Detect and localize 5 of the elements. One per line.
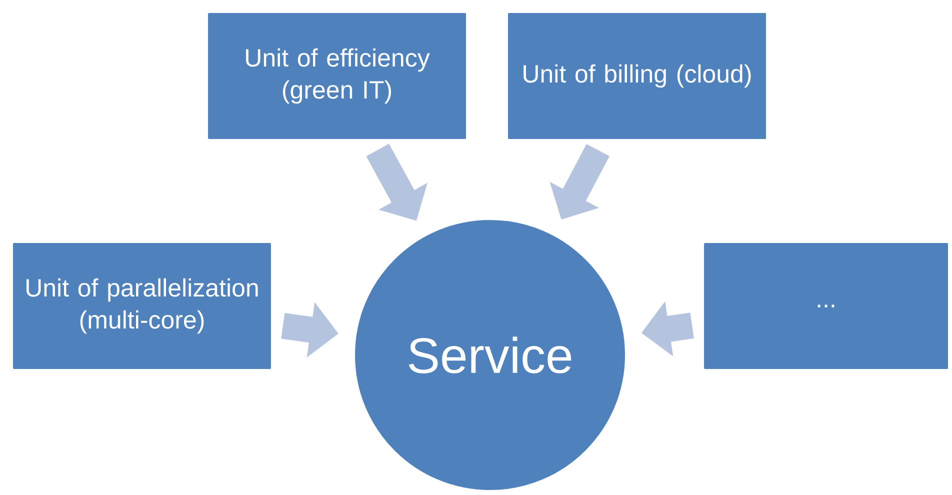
process-box: Unit of parallelization (multi-core) [9,239,275,373]
process-box: Unit of billing (cloud) [504,9,770,143]
process-box: ... [700,239,952,373]
process-box: Unit of efficiency (green IT) [204,9,470,143]
circle-node: Service [351,216,629,494]
